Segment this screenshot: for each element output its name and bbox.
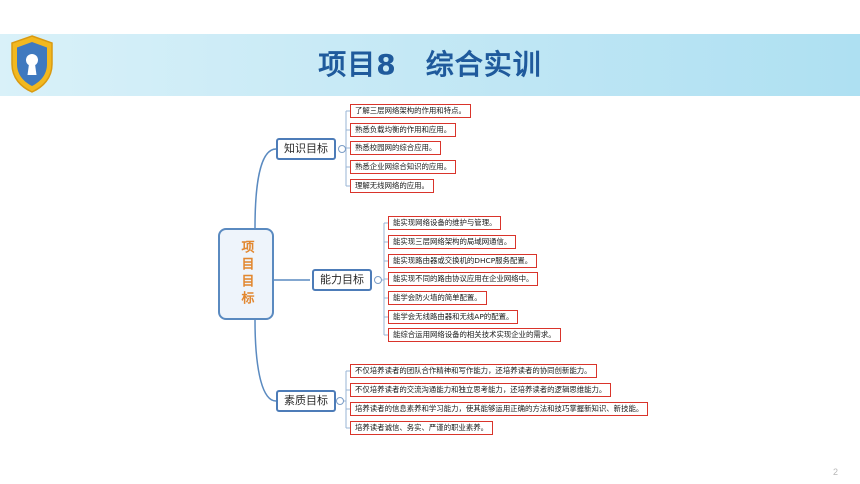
branch-label: 知识目标	[284, 142, 328, 155]
collapse-knot-icon[interactable]	[338, 145, 346, 153]
list-item: 能实现路由器或交换机的DHCP服务配置。	[388, 254, 538, 268]
branch-label: 能力目标	[320, 273, 364, 286]
list-item: 能实现不同的路由协议应用在企业网络中。	[388, 272, 539, 286]
list-item: 了解三层网络架构的作用和特点。	[350, 104, 471, 118]
list-item: 能学会防火墙的简单配置。	[388, 291, 487, 305]
title-bar: 项目8 综合实训	[0, 34, 860, 96]
page-number: 2	[832, 467, 838, 477]
list-item: 能综合运用网络设备的相关技术实现企业的需求。	[388, 328, 561, 342]
root-node: 项目目标	[218, 228, 274, 320]
list-item: 熟悉负载均衡的作用和应用。	[350, 123, 457, 137]
list-item: 能实现三层网络架构的局域网通信。	[388, 235, 517, 249]
collapse-knot-icon[interactable]	[336, 397, 344, 405]
list-item: 能实现网络设备的维护与管理。	[388, 216, 502, 230]
branch-label: 素质目标	[284, 394, 328, 407]
branch-quality-goals: 素质目标	[276, 390, 336, 412]
list-item: 培养读者诚信、务实、严谨的职业素养。	[350, 421, 494, 435]
shield-keyhole-icon	[11, 35, 53, 93]
collapse-knot-icon[interactable]	[374, 276, 382, 284]
list-item: 不仅培养读者的交流沟通能力和独立思考能力，还培养读者的逻辑思维能力。	[350, 383, 612, 397]
list-item: 不仅培养读者的团队合作精神和写作能力，还培养读者的协同创新能力。	[350, 364, 597, 378]
list-item: 熟悉校园网的综合应用。	[350, 141, 442, 155]
branch-ability-goals: 能力目标	[312, 269, 372, 291]
branch-knowledge-goals: 知识目标	[276, 138, 336, 160]
list-item: 培养读者的信息素养和学习能力，使其能够运用正确的方法和技巧掌握新知识、新技能。	[350, 402, 649, 416]
page-title: 项目8 综合实训	[318, 48, 542, 81]
list-item: 能学会无线路由器和无线AP的配置。	[388, 310, 519, 324]
list-item: 熟悉企业网综合知识的应用。	[350, 160, 457, 174]
root-label: 项目目标	[238, 240, 254, 308]
list-item: 理解无线网络的应用。	[350, 179, 434, 193]
